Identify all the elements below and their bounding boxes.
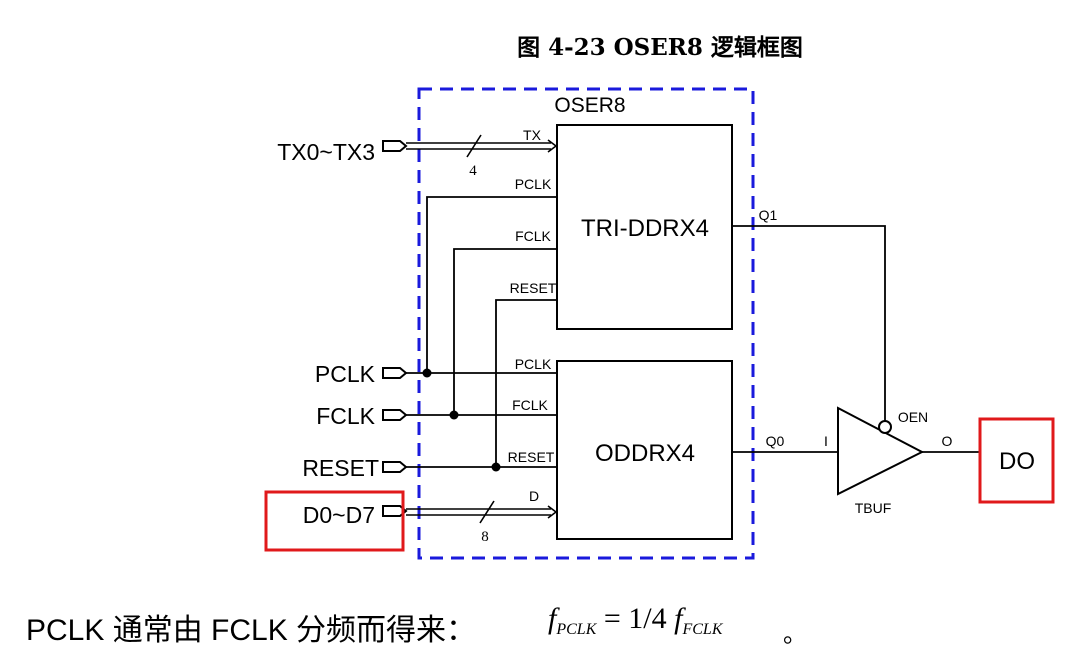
pin-tbuf-i: I (824, 433, 828, 449)
port-tx (382, 140, 408, 152)
pin-pclk-top: PCLK (515, 176, 552, 192)
caption-end: 。 (783, 621, 807, 648)
input-label-reset: RESET (302, 455, 379, 481)
oddrx4-label: ODDRX4 (595, 440, 695, 467)
pin-q0: Q0 (766, 433, 785, 449)
tx-bus (406, 134, 558, 158)
formula-sub2: FCLK (681, 621, 723, 638)
pin-tbuf-oen: OEN (898, 409, 928, 425)
pin-reset-top: RESET (510, 280, 557, 296)
highlight-box-d (264, 490, 405, 552)
tri-ddrx4-label: TRI-DDRX4 (581, 215, 709, 242)
pin-fclk-bot: FCLK (512, 397, 548, 413)
input-port-symbols (382, 140, 408, 517)
module-label: OSER8 (554, 94, 625, 117)
port-fclk (382, 409, 408, 421)
input-label-fclk: FCLK (316, 403, 375, 429)
formula-mid: = 1/4 (596, 602, 674, 635)
port-pclk (382, 367, 408, 379)
input-label-d: D0~D7 (303, 502, 375, 528)
d-bus (406, 500, 558, 524)
caption: PCLK 通常由 FCLK 分频而得来： (26, 614, 476, 647)
caption-text: PCLK 通常由 FCLK 分频而得来： (26, 614, 476, 647)
oddrx4-block (556, 360, 733, 540)
tri-ddrx4-block (556, 124, 733, 330)
wire-junctions (422, 368, 501, 472)
pin-pclk-bot: PCLK (515, 356, 552, 372)
output-do-box (978, 417, 1055, 504)
output-label-do: DO (999, 448, 1035, 475)
port-reset (382, 461, 408, 473)
input-label-pclk: PCLK (315, 361, 376, 387)
diagram-title: 图 4-23 OSER8 逻辑框图 (517, 34, 803, 61)
control-wiring (406, 196, 557, 468)
pin-d: D (529, 488, 539, 504)
formula-sub1: PCLK (555, 621, 597, 638)
tbuf-symbol (837, 406, 925, 496)
tx-bus-width: 4 (469, 163, 477, 179)
input-label-tx: TX0~TX3 (277, 139, 375, 165)
pin-tx: TX (523, 127, 542, 143)
tbuf-label: TBUF (855, 500, 892, 516)
pin-fclk-top: FCLK (515, 228, 551, 244)
output-wiring (732, 225, 980, 453)
pin-reset-bot: RESET (508, 449, 555, 465)
oser8-module-boundary (417, 87, 755, 560)
caption-formula: fPCLK = 1/4 fFCLK (548, 602, 724, 638)
pin-tbuf-o: O (942, 433, 953, 449)
d-bus-width: 8 (481, 529, 489, 545)
pin-q1: Q1 (759, 207, 778, 223)
